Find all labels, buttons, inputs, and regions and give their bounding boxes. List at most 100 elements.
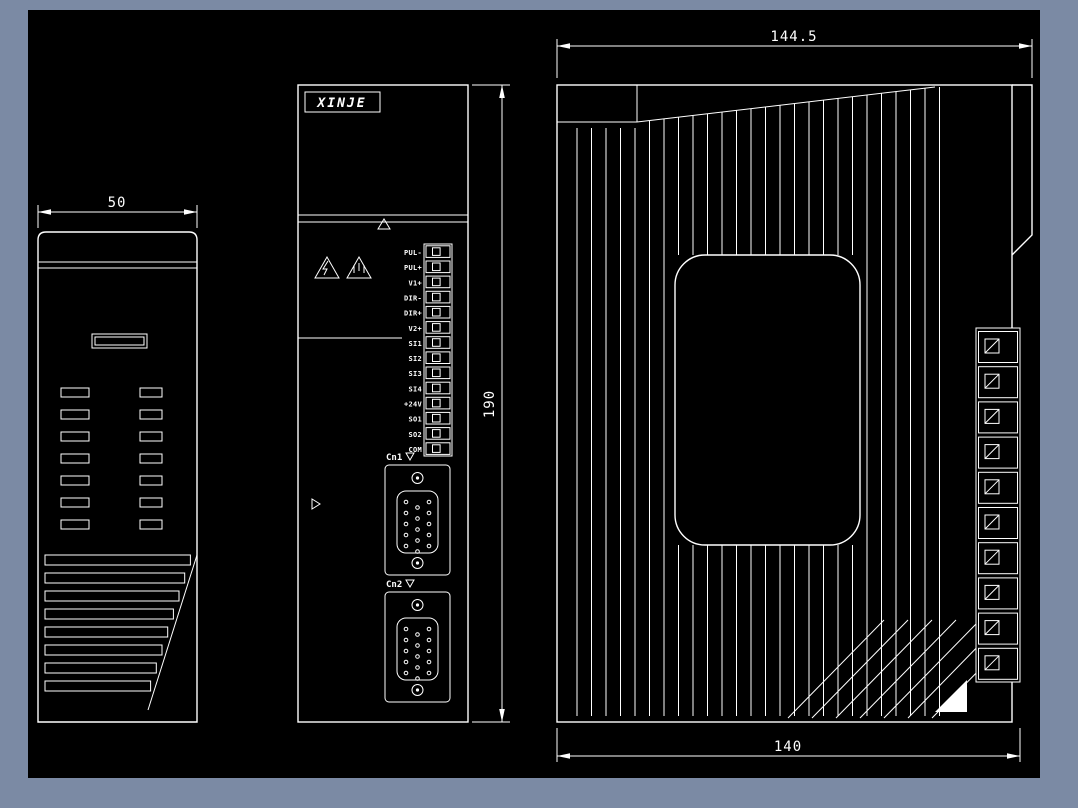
vent-slot [60,519,90,530]
terminal-screw [432,413,441,423]
cn2-dsub [396,617,439,681]
cn1-screw-bottom-dot [415,561,420,565]
terminal-screw [432,383,441,393]
vent-slots [44,387,191,692]
vent-slot [139,519,163,530]
terminal-block-screw [984,444,1000,460]
screw-slot [984,549,1000,565]
arrowhead [1019,43,1032,49]
vent-diagonal-edge [147,554,198,711]
terminal-label: COM [408,446,422,454]
front-view: XINJE PUL-PUL+V1+DIR-DIR+V2+SI1SI2SI3SI4… [297,84,469,723]
terminal-label: DIR- [404,294,422,302]
pin [403,521,409,527]
vent-slot [60,453,90,464]
arrowhead [557,753,570,759]
terminal-block-cells [978,331,1018,680]
terminal-screw [432,323,441,332]
pin [403,659,409,665]
terminal-cell [425,245,451,258]
pin [426,637,432,643]
terminal-label: +24V [404,401,423,409]
hatch-line [859,619,957,719]
heatsink-fins [576,87,940,716]
left-view-outline [37,231,198,723]
terminal-screw [432,444,441,453]
terminal-block-screw [984,373,1000,389]
pin [403,510,409,516]
terminal-label: SO2 [408,431,422,439]
terminal-block-screw [984,620,1000,636]
terminal-cell [425,427,451,440]
terminal-cell [425,442,451,455]
right-side-view [556,84,1033,723]
screw-slot [984,444,1000,459]
terminal-block-cell [978,471,1018,504]
lightning-warning-icon [314,255,340,279]
hatch-line [835,619,933,719]
arrowhead [184,209,197,215]
logo-box [304,91,381,113]
terminal-label: SI3 [408,370,422,378]
width-50-dim: 50 [108,195,127,211]
terminal-cell [425,366,451,380]
terminal-screw [432,338,441,347]
hatch-line [811,619,909,719]
cn2-screw-top-dot [415,603,420,607]
terminal-cell [425,260,451,274]
arrowhead [499,709,505,722]
pin [403,626,409,632]
terminal-cell [425,275,451,289]
screw-slot [984,655,1000,671]
terminal-cell [425,305,451,319]
terminal-label: DIR+ [404,310,422,318]
vent-slot [60,497,90,508]
pin [426,510,432,516]
hatch-line [883,621,979,719]
terminal-cell [425,290,451,304]
terminal-cell [425,396,451,410]
pin [403,637,409,643]
front-view-outline [297,84,469,723]
pin [415,643,420,648]
handle-slot [91,333,148,349]
cn2-screw-bottom-dot [415,688,420,692]
terminal-block-cell [978,647,1018,680]
pin [415,527,420,532]
terminal-label: SI1 [408,340,422,348]
cn1-screw-top [411,472,424,484]
terminal-screw [432,368,441,378]
vent-slat [44,608,174,620]
terminal-screw [432,429,441,438]
terminal-cell [425,351,451,364]
terminal-cell [425,321,451,334]
vent-slot [60,409,90,420]
cn1-connector [384,464,451,576]
vent-slot [139,497,163,508]
nameplate-area [674,254,861,546]
terminal-block-cell [978,436,1018,469]
up-triangle-marker [377,218,391,230]
vent-slot [60,431,90,442]
cn1-screw-bottom [411,557,424,569]
terminal-label: V1+ [408,279,422,287]
terminal-label: SO1 [408,416,422,424]
screw-slot [984,479,1000,495]
pin [426,659,432,665]
handle-slot-inner [94,336,145,346]
pin [426,648,432,654]
vent-slot [139,409,163,420]
cn1-dsub [396,490,439,554]
terminal-cell [425,411,451,425]
vent-slot [60,387,90,398]
height-190-dim: 190 [482,390,498,418]
width-140-dim: 140 [774,739,802,755]
screw-slot [984,409,1000,424]
vent-slot [139,387,163,398]
down-triangle-marker [405,452,415,462]
pin [415,676,420,681]
screw-slot [984,338,1000,354]
vent-slat [44,644,163,656]
terminal-screw [432,292,441,302]
